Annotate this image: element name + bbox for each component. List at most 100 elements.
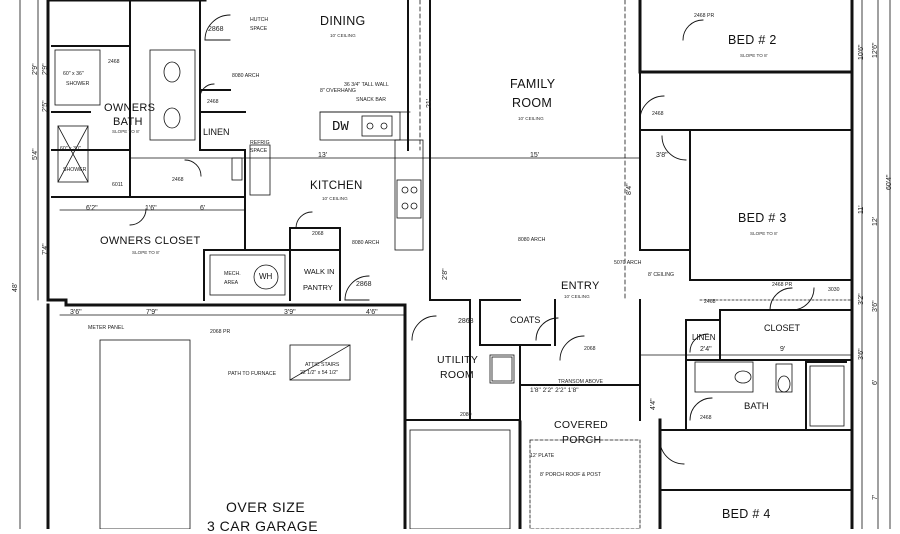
vdim-8-4: 8'4" <box>626 183 633 195</box>
door-2468-e: 2468 <box>704 299 716 305</box>
water-heater-label: WH <box>259 272 273 281</box>
room-garage-2: 3 CAR GARAGE <box>207 518 319 534</box>
dim-3-8: 3'8" <box>656 152 668 159</box>
door-2468-d: 2468 <box>652 111 664 117</box>
dim-6-2: 6'2" <box>86 205 98 212</box>
vdim-5-4: 5'4" <box>32 148 39 160</box>
door-2868-b: 2868 <box>356 281 372 288</box>
dim-1-6: 1'6" <box>145 205 157 212</box>
exterior-walls <box>46 0 854 529</box>
shower-1-size: 60" x 36" <box>63 71 84 77</box>
room-mech-2: AREA <box>224 280 239 286</box>
door-2868-a: 2868 <box>208 26 224 33</box>
bed2-slope-note: SLOPE TO 8' <box>740 53 768 58</box>
vdim-21: 21' <box>426 98 433 108</box>
room-bed-4: BED # 4 <box>722 507 771 521</box>
room-bed-3: BED # 3 <box>738 211 787 225</box>
room-linen-hall: LINEN <box>692 333 716 342</box>
hutch-note: HUTCH <box>250 17 269 23</box>
door-2468-pr-b: 2468 PR <box>772 282 793 288</box>
dim-9: 9' <box>780 346 786 353</box>
arch-note-3: 8080 ARCH <box>518 237 546 243</box>
plate-note: 12' PLATE <box>530 453 555 459</box>
refrig-note: REFRIG <box>250 140 270 146</box>
vdim-4-4: 4'4" <box>650 398 657 410</box>
room-dining: DINING <box>320 14 366 28</box>
room-owners-bath: OWNERS <box>104 102 156 114</box>
refrig-note-2: SPACE <box>250 148 268 154</box>
door-2468-b: 2468 <box>172 177 184 183</box>
room-family: FAMILY <box>510 77 556 91</box>
wall-west-owners <box>46 0 68 302</box>
dim-2-4: 2'4" <box>700 346 712 353</box>
shower-1-label: SHOWER <box>66 81 90 87</box>
attic-stairs-size: 22 1/2" x 54 1/2" <box>300 370 339 376</box>
vdim-12: 12' <box>872 216 879 226</box>
entry-ceiling-note: 10' CEILING <box>564 294 590 299</box>
window-6011: 6011 <box>112 182 124 188</box>
tall-wall-note: 36 3/4" TALL WALL <box>344 82 389 88</box>
vdim-48: 48' <box>12 282 19 292</box>
dim-13: 13' <box>318 152 328 159</box>
room-closet: CLOSET <box>764 323 801 333</box>
water-heater-icon <box>253 264 279 290</box>
detail-lines <box>19 0 891 529</box>
vdim-2-8: 2'8" <box>442 268 449 280</box>
room-walk-in: WALK IN <box>304 267 335 276</box>
door-2868-c: 2868 <box>458 318 474 325</box>
arch-note-1: 8080 ARCH <box>232 73 260 79</box>
vdim-3-6: 3'6" <box>872 300 879 312</box>
room-coats: COATS <box>510 315 541 325</box>
vdim-6: 6' <box>872 379 879 385</box>
room-linen-owners: LINEN <box>203 127 230 137</box>
room-porch: PORCH <box>562 434 602 446</box>
vdim-2-9: 2'9" <box>32 63 39 75</box>
vdim-3-2: 3'2" <box>858 293 865 305</box>
shower-2-size: 60" x 30" <box>60 146 81 152</box>
room-covered: COVERED <box>554 419 609 431</box>
ceiling-8-note: 8' CEILING <box>648 272 675 278</box>
path-to-furnace-note: PATH TO FURNACE <box>228 371 277 377</box>
kitchen-ceiling-note: 10' CEILING <box>322 196 348 201</box>
dishwasher-label: DW <box>332 119 349 135</box>
vdim-60-4: 60'4" <box>886 174 893 190</box>
vdim-10-6: 10'6" <box>858 44 865 60</box>
family-ceiling-note: 10' CEILING <box>518 116 544 121</box>
vdim-12-6: 12'6" <box>872 42 879 58</box>
owners-bath-slope-note: SLOPE TO 8' <box>112 129 140 134</box>
dim-4-6: 4'6" <box>366 309 378 316</box>
room-utility-2: ROOM <box>440 369 474 381</box>
door-swings <box>129 14 815 465</box>
hutch-note-2: SPACE <box>250 26 268 32</box>
dim-3-6: 3'6" <box>70 309 82 316</box>
porch-roof-note: 8' PORCH ROOF & POST <box>540 472 601 478</box>
wall-garage-north <box>64 298 407 307</box>
arch-note-4: 5070 ARCH <box>614 260 642 266</box>
door-2468-f: 2468 <box>700 415 712 421</box>
dim-transom-spacing: 1'8" 2'2" 2'2" 1'8" <box>530 387 579 394</box>
door-2068-pr: 2068 PR <box>210 329 231 335</box>
room-mech: MECH. <box>224 271 241 277</box>
dining-ceiling-note: 10' CEILING <box>330 33 356 38</box>
vdim-2-9-b: 2'9" <box>42 63 49 75</box>
room-bath: BATH <box>744 401 769 412</box>
room-family-2: ROOM <box>512 96 553 110</box>
window-3030: 3030 <box>828 287 840 293</box>
vdim-7: 7' <box>872 494 879 500</box>
room-owners-closet: OWNERS CLOSET <box>100 235 201 247</box>
dim-7-9: 7'9" <box>146 309 158 316</box>
dim-15: 15' <box>530 152 540 159</box>
transom-note: TRANSOM ABOVE <box>558 379 603 385</box>
door-2468-a: 2468 <box>108 59 120 65</box>
room-owners-bath-2: BATH <box>113 116 143 128</box>
dim-3-9: 3'9" <box>284 309 296 316</box>
snack-bar-note: SNACK BAR <box>356 97 386 103</box>
room-garage: OVER SIZE <box>226 499 306 515</box>
door-2468-c: 2468 <box>207 99 219 105</box>
vdim-7-4: 7'4" <box>42 243 49 255</box>
room-entry: ENTRY <box>561 280 600 292</box>
owners-closet-slope-note: SLOPE TO 8' <box>132 250 160 255</box>
arch-note-2: 8080 ARCH <box>352 240 380 246</box>
door-2080: 2080 <box>460 412 472 418</box>
